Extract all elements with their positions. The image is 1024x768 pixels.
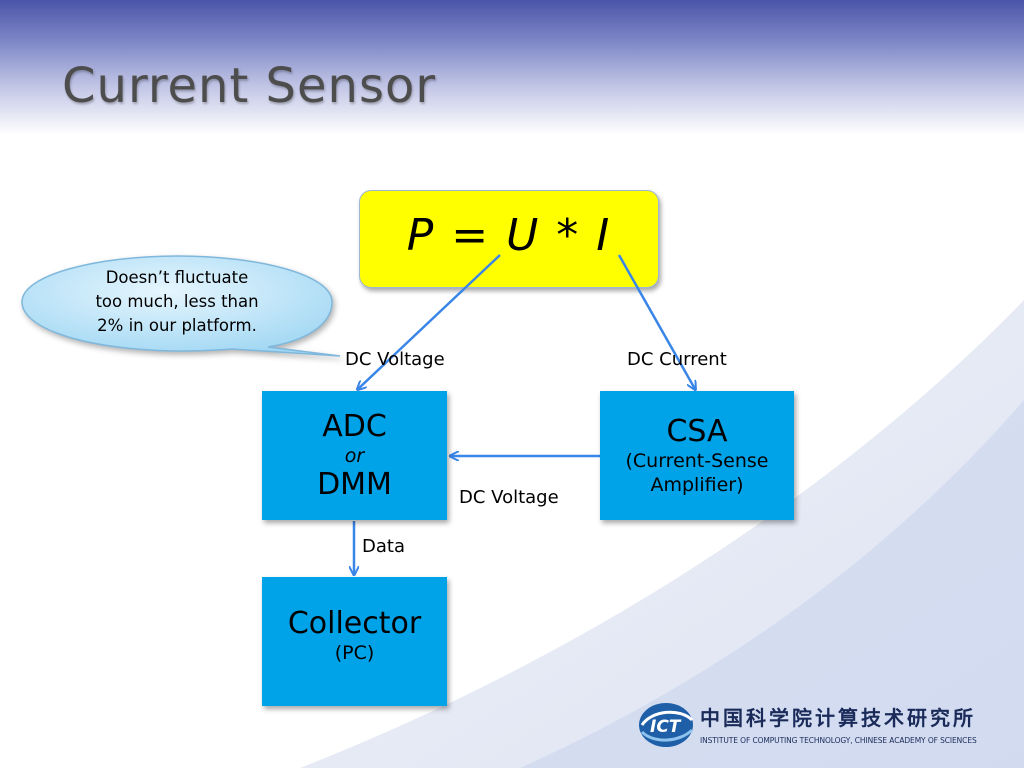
csa-label: CSA xyxy=(666,413,728,449)
dmm-label: DMM xyxy=(317,466,392,502)
adc-or-label: or xyxy=(344,444,365,467)
adc-label: ADC xyxy=(322,408,387,444)
logo-english-name: INSTITUTE OF COMPUTING TECHNOLOGY, CHINE… xyxy=(700,736,977,745)
callout-line-2: too much, less than xyxy=(95,292,259,311)
csa-subtitle-line2: Amplifier) xyxy=(650,473,744,496)
callout-line-3: 2% in our platform. xyxy=(97,316,257,335)
data-label: Data xyxy=(362,536,405,557)
formula-box: P = U * I xyxy=(359,190,659,288)
csa-box: CSA (Current-Sense Amplifier) xyxy=(600,391,794,520)
csa-subtitle-line1: (Current-Sense xyxy=(625,449,769,472)
ict-logo: ICT xyxy=(639,703,694,747)
collector-label: Collector xyxy=(287,606,422,641)
dc-current-label: DC Current xyxy=(627,349,727,370)
slide-title: Current Sensor xyxy=(62,58,437,114)
formula-text: P = U * I xyxy=(406,209,612,261)
logo-chinese-name: 中国科学院计算技术研究所 xyxy=(700,706,976,730)
adc-dmm-box: ADC or DMM xyxy=(262,391,447,520)
header-band xyxy=(0,0,1024,135)
dc-voltage-top-label: DC Voltage xyxy=(345,349,445,370)
collector-subtitle: (PC) xyxy=(334,642,375,664)
collector-box: Collector (PC) xyxy=(262,577,447,706)
callout-line-1: Doesn’t fluctuate xyxy=(105,268,249,287)
dc-voltage-mid-label: DC Voltage xyxy=(459,487,559,508)
callout-text: Doesn’t fluctuate too much, less than 2%… xyxy=(52,266,302,338)
logo-acronym: ICT xyxy=(650,717,682,737)
